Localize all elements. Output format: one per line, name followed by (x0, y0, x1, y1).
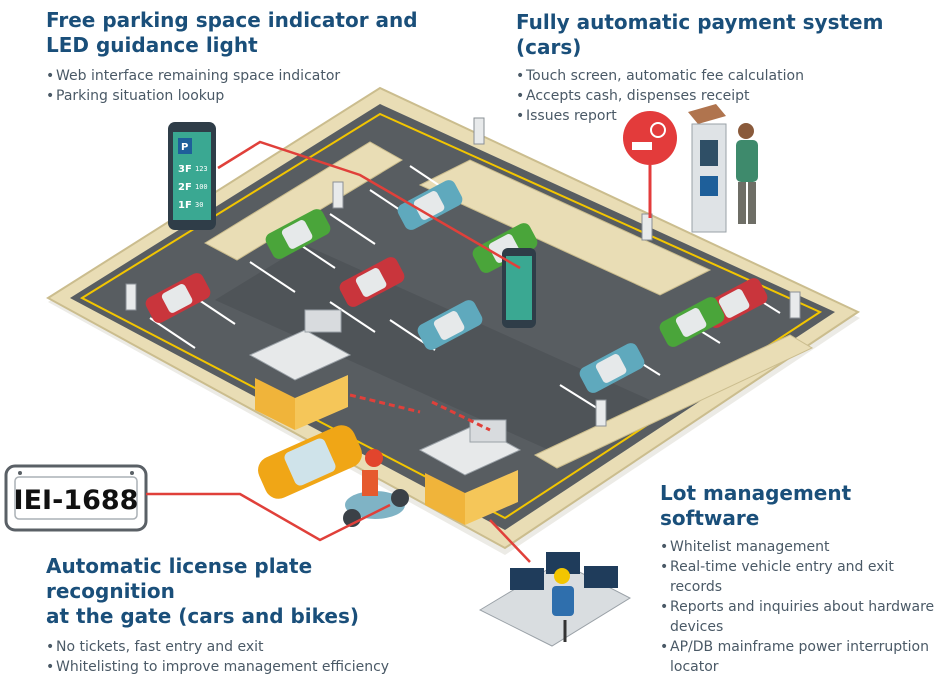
car-green (659, 297, 725, 347)
phone-floor-label: 1F (178, 200, 192, 211)
parking-indicator-bullets: Web interface remaining space indicator … (46, 66, 436, 106)
phone-floor-count: 123 (195, 165, 208, 173)
car-yellow (258, 425, 362, 499)
bullet-item: AP/DB mainframe power interruption locat… (660, 637, 950, 677)
island-right (418, 159, 712, 296)
connector-lines (146, 140, 531, 563)
lane-border (79, 112, 823, 520)
phone-board-header: P (181, 142, 188, 153)
payment-icon (623, 111, 677, 218)
phone-floor-count: 100 (195, 183, 208, 191)
bullet-item: Reports and inquiries about hardware dev… (660, 597, 950, 637)
car-teal (417, 300, 483, 350)
car-teal (397, 180, 463, 230)
payment-system-bullets: Touch screen, automatic fee calculation … (516, 66, 936, 126)
phone-board: P 3F 123 2F 100 1F 30 (168, 122, 216, 230)
lot-software-title: Lot management software (660, 481, 852, 530)
title-line: Automatic license plate recognition (46, 554, 313, 603)
bullet-item: Real-time vehicle entry and exit records (660, 557, 950, 597)
lot-software-bullets: Whitelist management Real-time vehicle e… (660, 537, 950, 677)
person-at-kiosk (736, 123, 758, 224)
title-line: Free parking space indicator and (46, 8, 418, 32)
motorbike-rider (343, 449, 409, 527)
lot-software-panel: Lot management software Whitelist manage… (660, 481, 950, 677)
car-red (339, 257, 405, 307)
plate-recognition-bullets: No tickets, fast entry and exit Whitelis… (46, 637, 446, 677)
sensor-posts (125, 117, 801, 427)
phone-floor-count: 30 (195, 201, 203, 209)
gate-booth-upper (248, 309, 421, 430)
bullet-item: No tickets, fast entry and exit (46, 637, 446, 657)
plate-text: IEI-1688 (14, 485, 139, 516)
bullet-item: Touch screen, automatic fee calculation (516, 66, 936, 86)
bullet-item: Whitelisting to improve management effic… (46, 657, 446, 677)
gate-booth-lower (418, 400, 522, 525)
bullet-item: Issues report (516, 106, 936, 126)
title-line: at the gate (cars and bikes) (46, 604, 360, 628)
title-line: LED guidance light (46, 33, 258, 57)
license-plate: IEI-1688 (4, 464, 148, 532)
bullet-item: Web interface remaining space indicator (46, 66, 436, 86)
control-workstation (478, 552, 632, 647)
island-middle (215, 245, 650, 455)
payment-system-panel: Fully automatic payment system (cars) To… (516, 10, 936, 126)
parking-lot-illustration: P 3F 123 2F 100 1F 30 (4, 86, 861, 647)
bullet-item: Accepts cash, dispenses receipt (516, 86, 936, 106)
bullet-item: Whitelist management (660, 537, 950, 557)
phone-floor-label: 2F (178, 182, 192, 193)
car-red (145, 273, 211, 323)
car-teal (579, 343, 645, 393)
guidance-phone (502, 248, 536, 328)
island-lower (533, 334, 814, 469)
bullet-item: Parking situation lookup (46, 86, 436, 106)
phone-floor-label: 3F (178, 164, 192, 175)
car-green (265, 209, 331, 259)
payment-system-title: Fully automatic payment system (cars) (516, 10, 884, 59)
